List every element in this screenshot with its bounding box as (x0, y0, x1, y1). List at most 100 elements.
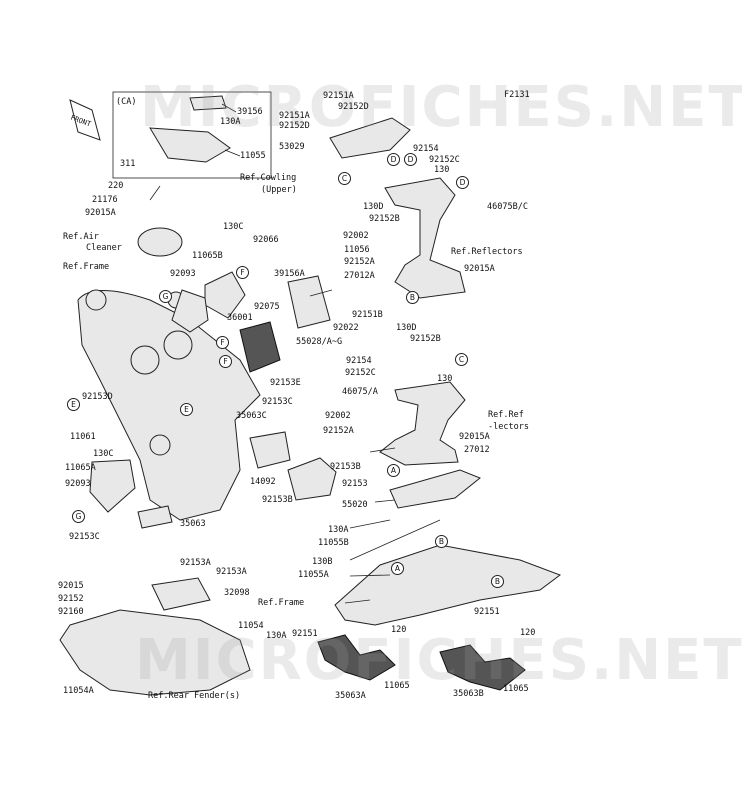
part-label: 130C (93, 449, 114, 459)
upper-cover-part (204, 271, 246, 319)
part-label: 92022 (333, 323, 359, 333)
footrest-bracket-lower-part (379, 381, 466, 466)
part-label: 92093 (170, 269, 196, 279)
callout-marker: F (216, 336, 229, 349)
part-label: 92153B (330, 462, 361, 472)
part-label: 92151A (323, 91, 354, 101)
part-label: 92153E (270, 378, 301, 388)
callout-marker: C (338, 172, 351, 185)
callout-marker: F (236, 266, 249, 279)
part-label: Ref.Frame (258, 598, 305, 608)
part-label: 92151A (279, 111, 310, 121)
part-label: (Upper) (261, 185, 297, 195)
part-label: 92153 (342, 479, 368, 489)
part-label: 39156A (274, 269, 305, 279)
callout-marker: G (72, 510, 85, 523)
diagram-code: F2131 (504, 90, 530, 100)
part-label: 120 (520, 628, 536, 638)
part-label: 311 (120, 159, 136, 169)
step-55020-part (389, 469, 481, 509)
frame-hole-3 (149, 434, 171, 456)
callout-marker: E (67, 398, 80, 411)
frame-hole-2 (163, 330, 193, 360)
footrest-35063b-part (439, 644, 526, 691)
part-label: 92015A (85, 208, 116, 218)
part-label: 55028/A~G (296, 337, 343, 347)
air-cleaner-duct-part (137, 227, 183, 257)
part-label: 11055 (240, 151, 266, 161)
part-label: 92152A (323, 426, 354, 436)
part-label: Ref.Rear Fender(s) (148, 691, 241, 701)
part-label: 92154 (413, 144, 439, 154)
part-label: 92002 (343, 231, 369, 241)
part-label: 32098 (224, 588, 250, 598)
part-label: 92154 (346, 356, 372, 366)
callout-marker: A (387, 464, 400, 477)
part-label: 27012 (464, 445, 490, 455)
part-label: 130 (434, 165, 450, 175)
part-label: 11065A (65, 463, 96, 473)
frame-ring-part (85, 289, 107, 311)
callout-marker: A (391, 562, 404, 575)
part-label: Ref.Ref (488, 410, 524, 420)
part-label: Ref.Frame (63, 262, 110, 272)
part-label: 11065B (192, 251, 223, 261)
part-label: 130A (220, 117, 241, 127)
bracket-36001-part (239, 321, 281, 373)
callout-marker: B (491, 575, 504, 588)
footrest-35063a-part (317, 634, 396, 681)
part-label: 35063A (335, 691, 366, 701)
rear-subframe-part (334, 544, 562, 626)
ca-group-box (112, 91, 272, 179)
part-label: 46075/A (342, 387, 378, 397)
frame-hole-1 (130, 345, 160, 375)
part-label: 92075 (254, 302, 280, 312)
watermark-bottom: MICROFICHES.NET (135, 628, 742, 693)
part-label: 27012A (344, 271, 375, 281)
part-label: 130A (266, 631, 287, 641)
callout-marker: F (219, 355, 232, 368)
part-label: 92152B (369, 214, 400, 224)
part-label: 130D (363, 202, 384, 212)
part-label: 92015 (58, 581, 84, 591)
part-label: 92153B (262, 495, 293, 505)
part-label: -lectors (488, 422, 529, 432)
ca-bracket-part (149, 127, 231, 163)
part-label: 39156 (237, 107, 263, 117)
part-label: 92153D (82, 392, 113, 402)
part-label: 92152C (345, 368, 376, 378)
part-label: 92015A (459, 432, 490, 442)
callout-marker: G (159, 290, 172, 303)
part-label: Ref.Cowling (240, 173, 297, 183)
part-label: 35063 (180, 519, 206, 529)
callout-marker: D (456, 176, 469, 189)
part-label: 11054 (238, 621, 264, 631)
part-label: Ref.Reflectors (451, 247, 523, 257)
plate-39156a-part (287, 275, 331, 329)
callout-marker: E (180, 403, 193, 416)
part-label: Ref.Air (63, 232, 99, 242)
part-label: 130A (328, 525, 349, 535)
part-label: 92153A (216, 567, 247, 577)
part-label: 130C (223, 222, 244, 232)
part-label: 92152D (338, 102, 369, 112)
part-label: 92151 (292, 629, 318, 639)
callout-marker: B (406, 291, 419, 304)
step-53029-part (329, 117, 411, 159)
part-label: 92153C (69, 532, 100, 542)
ca-label: (CA) (116, 97, 137, 107)
part-label: 11065 (384, 681, 410, 691)
bracket-35063c-part (249, 431, 291, 469)
part-label: 11056 (344, 245, 370, 255)
part-label: 35063B (453, 689, 484, 699)
part-label: 130D (396, 323, 417, 333)
callout-marker: D (387, 153, 400, 166)
part-label: 92066 (253, 235, 279, 245)
callout-marker: B (435, 535, 448, 548)
footrest-bracket-upper-part (384, 177, 466, 299)
cover-14092-part (287, 457, 337, 501)
part-label: 53029 (279, 142, 305, 152)
part-label: 92152C (429, 155, 460, 165)
part-label: 35063C (236, 411, 267, 421)
